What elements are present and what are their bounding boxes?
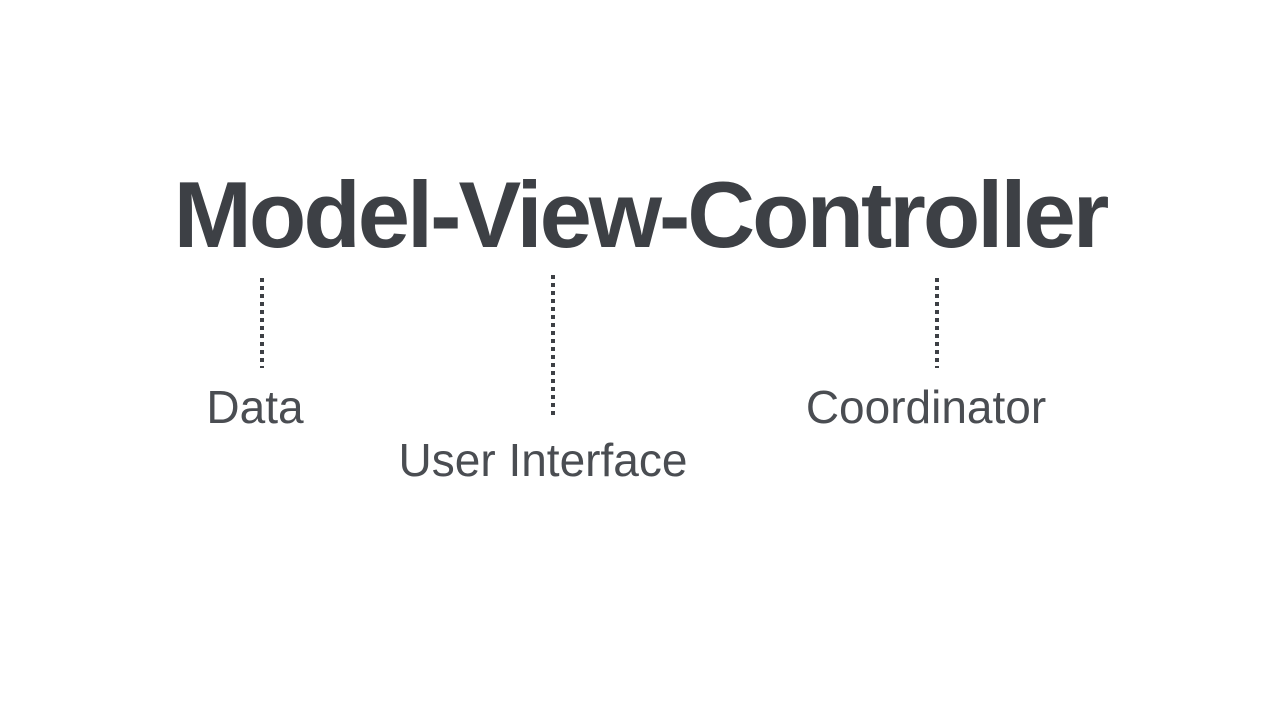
dotted-connector-controller-to-coordinator — [935, 278, 939, 368]
dotted-connector-model-to-data — [260, 278, 264, 368]
label-user-interface: User Interface — [398, 434, 688, 486]
dotted-connector-view-to-user-interface — [551, 275, 555, 417]
label-coordinator: Coordinator — [805, 381, 1047, 433]
label-data: Data — [206, 381, 304, 433]
diagram-title: Model-View-Controller — [173, 162, 1110, 267]
